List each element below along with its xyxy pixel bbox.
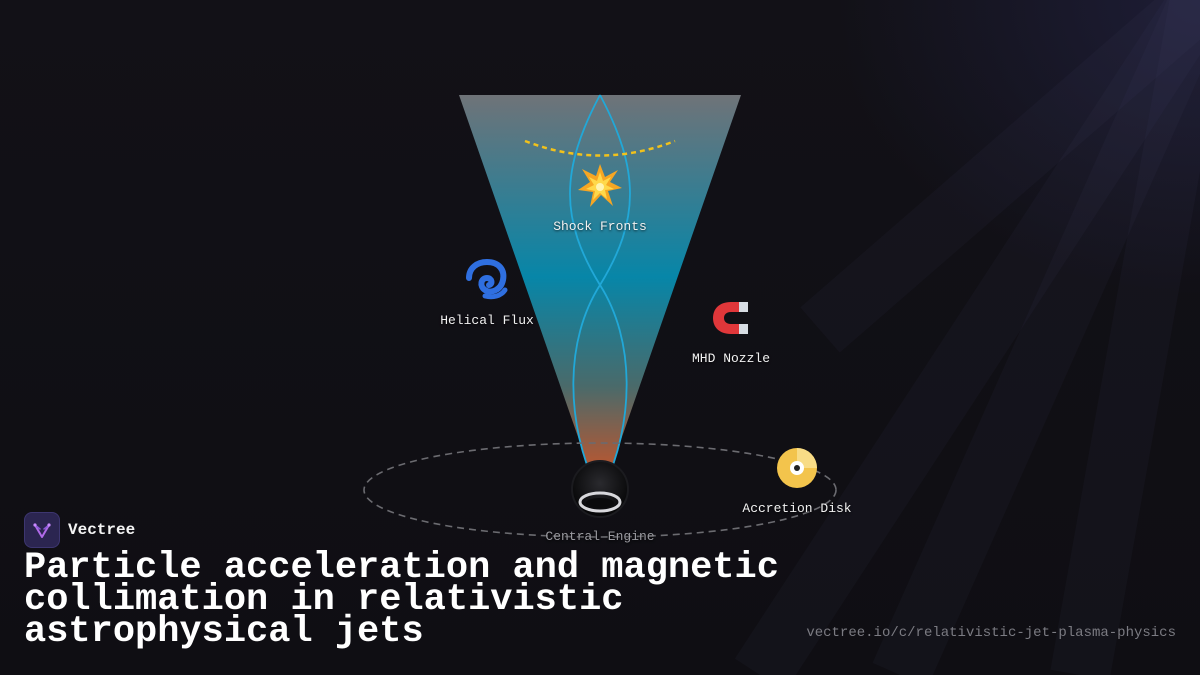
central-engine-label: Central Engine xyxy=(545,529,655,544)
magnet-icon xyxy=(707,294,755,342)
brand: Vectree xyxy=(24,512,135,548)
mhd-nozzle-label: MHD Nozzle xyxy=(691,351,771,366)
shock-front-arc xyxy=(524,139,676,157)
vectree-logo-icon xyxy=(24,512,60,548)
brand-name: Vectree xyxy=(68,521,136,539)
page-title: Particle acceleration and magnetic colli… xyxy=(24,547,779,653)
helical-flux-label: Helical Flux xyxy=(440,313,534,328)
helical-field-line-right xyxy=(598,94,631,491)
shock-fronts-label: Shock Fronts xyxy=(553,219,647,234)
collision-icon xyxy=(576,162,624,210)
accretion-disk-label: Accretion Disk xyxy=(742,501,852,516)
disc-icon xyxy=(773,444,821,492)
source-url: vectree.io/c/relativistic-jet-plasma-phy… xyxy=(806,625,1176,641)
cyclone-icon xyxy=(463,256,511,304)
black-hole-icon xyxy=(571,460,629,518)
accretion-disk-orbit xyxy=(363,442,837,538)
jet-cone xyxy=(459,95,741,500)
